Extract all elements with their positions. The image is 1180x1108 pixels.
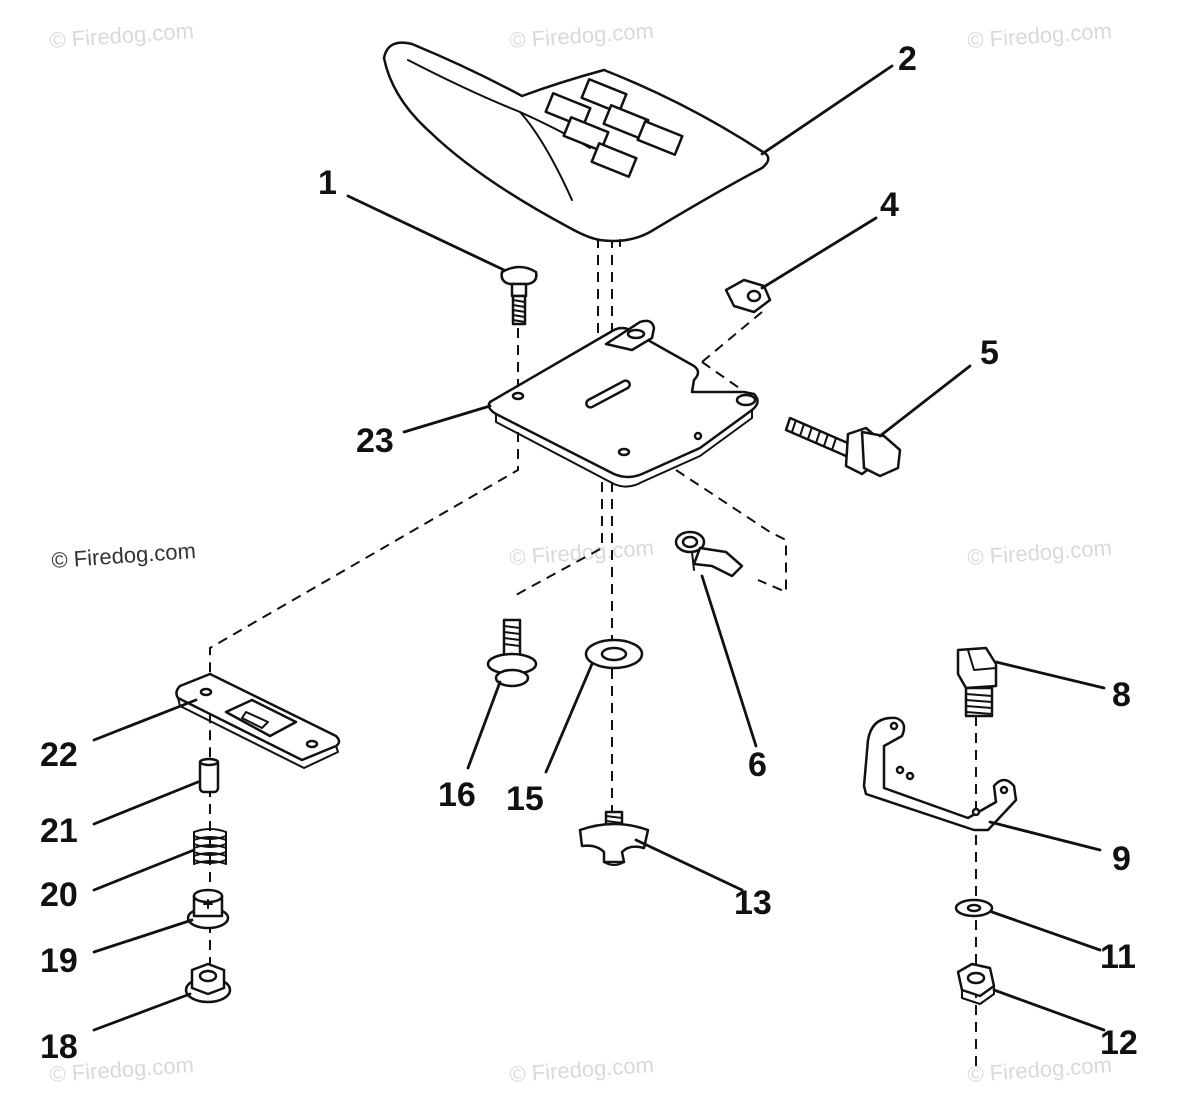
watermark-top-left: © Firedog.com: [49, 18, 195, 53]
watermark-bottom-center: © Firedog.com: [509, 1052, 655, 1087]
shoulder-bolt-part: [486, 618, 538, 688]
pin-part: [198, 757, 220, 794]
callout-20: 20: [40, 876, 78, 914]
washer-15-part: [584, 638, 644, 670]
callout-4: 4: [880, 186, 899, 224]
watermark-middle-left: © Firedog.com: [51, 538, 197, 573]
flange-nut-part: [184, 962, 232, 1004]
plate-to-clip-line: [675, 469, 787, 594]
nut-4-line-b: [701, 361, 743, 391]
callout-8: 8: [1112, 676, 1131, 714]
callout-5: 5: [980, 334, 999, 372]
callout-19: 19: [40, 942, 78, 980]
leader-13: [634, 838, 744, 892]
watermark-middle-right: © Firedog.com: [967, 535, 1113, 570]
leader-lines: [92, 64, 1106, 1032]
washer-11-part: [954, 898, 994, 918]
leader-6: [700, 574, 758, 748]
bracket-22-part: [175, 672, 341, 769]
callout-6: 6: [748, 746, 767, 784]
nut-4-line-a: [701, 311, 763, 363]
leader-2: [760, 64, 894, 156]
callout-16: 16: [438, 776, 476, 814]
leader-8: [994, 660, 1106, 690]
nut-4-part: [724, 278, 772, 314]
callout-21: 21: [40, 812, 78, 850]
leader-20: [92, 848, 196, 892]
callout-22: 22: [40, 736, 78, 774]
leader-21: [92, 780, 200, 826]
hex-bolt-8-part: [956, 646, 998, 718]
leader-11: [990, 910, 1102, 952]
leader-23: [402, 404, 492, 434]
callout-13: 13: [734, 884, 772, 922]
clip-part: [674, 530, 744, 578]
callout-2: 2: [898, 40, 917, 78]
plate-to-bolt-16-line: [513, 482, 603, 597]
leader-16: [466, 680, 502, 770]
watermark-middle-center: © Firedog.com: [509, 535, 655, 570]
leader-9: [988, 820, 1102, 852]
leader-4: [760, 216, 878, 290]
seat-part: [382, 41, 770, 247]
leader-19: [92, 918, 194, 954]
leader-5: [878, 364, 972, 438]
callout-1: 1: [318, 164, 337, 202]
callout-11: 11: [1100, 938, 1136, 976]
watermark-bottom-right: © Firedog.com: [967, 1052, 1113, 1087]
spring-part: [193, 828, 227, 865]
callout-18: 18: [40, 1028, 78, 1066]
leader-1: [346, 194, 506, 272]
watermark-top-center: © Firedog.com: [509, 18, 655, 53]
watermarks: © Firedog.com © Firedog.com © Firedog.co…: [49, 18, 1113, 1087]
bent-bracket-part: [862, 716, 1018, 832]
callout-numbers: 2 1 4 5 23 6 16 15 13 22 21 20 19 18 8 9…: [40, 40, 1138, 1066]
bushing-part: [186, 888, 230, 930]
seat-plate-part: [487, 319, 759, 488]
callout-23: 23: [356, 422, 394, 460]
leader-15: [544, 662, 594, 774]
carriage-bolt-part: [500, 265, 538, 326]
callout-9: 9: [1112, 840, 1131, 878]
leader-22: [92, 698, 198, 742]
callout-12: 12: [1100, 1024, 1138, 1062]
hex-bolt-part: [784, 416, 902, 478]
knob-part: [578, 810, 650, 866]
leader-18: [92, 992, 192, 1032]
leader-12: [992, 988, 1106, 1032]
callout-15: 15: [506, 780, 544, 818]
watermark-top-right: © Firedog.com: [967, 18, 1113, 53]
